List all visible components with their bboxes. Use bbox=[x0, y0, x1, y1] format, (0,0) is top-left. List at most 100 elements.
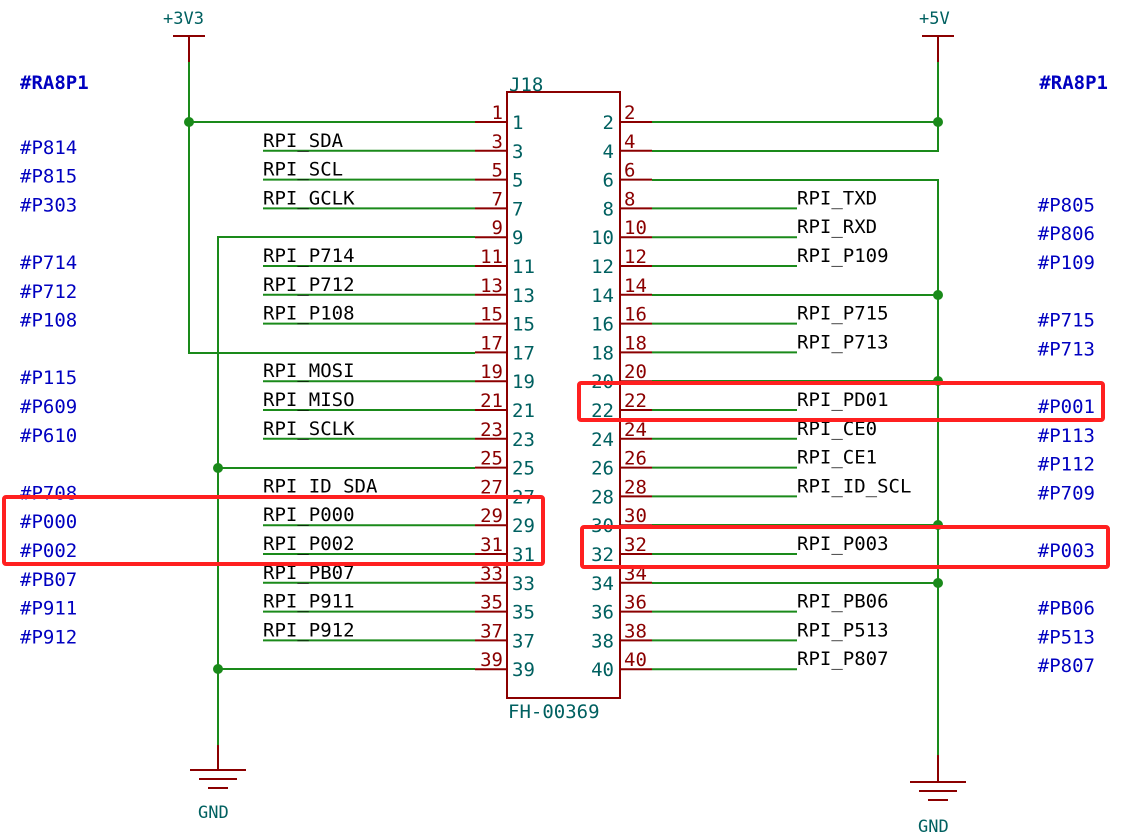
pin-number: 26 bbox=[624, 448, 647, 470]
net-label[interactable]: RPI_PD01 bbox=[797, 389, 889, 411]
net-label[interactable]: RPI_RXD bbox=[797, 216, 877, 238]
pin-number: 16 bbox=[624, 304, 647, 326]
pin-tag: #P713 bbox=[1038, 338, 1095, 360]
pin-inner-number: 40 bbox=[591, 659, 614, 681]
pin-inner-number: 2 bbox=[603, 112, 614, 134]
pin-inner-number: 19 bbox=[512, 371, 535, 393]
wire-gnd-left-rail bbox=[217, 236, 475, 745]
pin-tag: #P911 bbox=[20, 598, 77, 620]
pin-inner-number: 37 bbox=[512, 630, 535, 652]
junction-dot bbox=[184, 117, 194, 127]
pin-number: 32 bbox=[624, 534, 647, 556]
pin-number: 17 bbox=[480, 332, 503, 354]
pin-number: 13 bbox=[480, 275, 503, 297]
net-label[interactable]: RPI_GCLK bbox=[263, 187, 355, 209]
connector-body[interactable] bbox=[506, 91, 621, 699]
pin-row-2: 22 bbox=[603, 102, 652, 134]
net-label[interactable]: RPI_MOSI bbox=[263, 360, 355, 382]
pin-inner-number: 34 bbox=[591, 573, 614, 595]
pin-number: 25 bbox=[480, 448, 503, 470]
net-label[interactable]: RPI_P713 bbox=[797, 331, 889, 353]
pin-tag: #P001 bbox=[1038, 396, 1095, 418]
pin-tag: #P806 bbox=[1038, 223, 1095, 245]
junction-dot bbox=[213, 463, 223, 473]
right-header: #RA8P1 bbox=[1039, 72, 1108, 94]
net-label[interactable]: RPI_P712 bbox=[263, 274, 355, 296]
pin-inner-number: 16 bbox=[591, 314, 614, 336]
pin-tag: #P912 bbox=[20, 626, 77, 648]
pin-inner-number: 4 bbox=[603, 141, 614, 163]
pin-number: 37 bbox=[480, 620, 503, 642]
net-label[interactable]: RPI_P714 bbox=[263, 245, 355, 267]
net-label[interactable]: RPI_P003 bbox=[797, 533, 889, 555]
net-label[interactable]: RPI_P513 bbox=[797, 619, 889, 641]
net-label[interactable]: RPI_P002 bbox=[263, 533, 355, 555]
net-label[interactable]: RPI_CE1 bbox=[797, 447, 877, 469]
power-5v-symbol: +5V bbox=[919, 9, 954, 62]
pin-number: 18 bbox=[624, 332, 647, 354]
pin-number: 38 bbox=[624, 620, 647, 642]
pin-tag: #P708 bbox=[20, 482, 77, 504]
pin-inner-number: 3 bbox=[512, 141, 523, 163]
highlight-boxes bbox=[2, 381, 1110, 569]
pin-number: 33 bbox=[480, 563, 503, 585]
net-label[interactable]: RPI_SDA bbox=[263, 130, 344, 152]
pin-tag: #PB07 bbox=[20, 569, 77, 591]
pin-inner-number: 33 bbox=[512, 573, 535, 595]
pin-tag: #P815 bbox=[20, 166, 77, 188]
net-label[interactable]: RPI_ID_SDA bbox=[263, 475, 378, 497]
net-label[interactable]: RPI_P912 bbox=[263, 619, 355, 641]
net-label[interactable]: RPI_CE0 bbox=[797, 418, 877, 440]
junction-dot bbox=[213, 664, 223, 674]
net-label[interactable]: RPI_P108 bbox=[263, 303, 355, 325]
pin-tag: #P303 bbox=[20, 194, 77, 216]
net-label[interactable]: RPI_P715 bbox=[797, 303, 889, 325]
pin-tag: #P814 bbox=[20, 137, 77, 159]
pin-tag: #P115 bbox=[20, 367, 77, 389]
net-label[interactable]: RPI_P000 bbox=[263, 504, 355, 526]
pin-number: 1 bbox=[492, 102, 503, 124]
net-label[interactable]: RPI_P911 bbox=[263, 591, 355, 613]
pin-inner-number: 1 bbox=[512, 112, 523, 134]
pin-inner-number: 39 bbox=[512, 659, 535, 681]
pin-number: 30 bbox=[624, 505, 647, 527]
pin-number: 5 bbox=[492, 160, 503, 182]
power-5v-label: +5V bbox=[919, 9, 950, 29]
pin-tag: #P709 bbox=[1038, 482, 1095, 504]
pin-inner-number: 10 bbox=[591, 227, 614, 249]
pin-tag: #PB06 bbox=[1038, 598, 1095, 620]
pin-inner-number: 13 bbox=[512, 285, 535, 307]
pin-number: 36 bbox=[624, 592, 647, 614]
pin-row-37: 37 37 RPI_P912 #P912 bbox=[20, 619, 535, 652]
highlight-pin32 bbox=[580, 525, 1110, 569]
net-label[interactable]: RPI_PB06 bbox=[797, 591, 889, 613]
net-label[interactable]: RPI_TXD bbox=[797, 187, 877, 209]
net-label[interactable]: RPI_SCL bbox=[263, 159, 343, 181]
pin-tag: #P807 bbox=[1038, 655, 1095, 677]
pin-number: 23 bbox=[480, 419, 503, 441]
net-label[interactable]: RPI_P109 bbox=[797, 245, 889, 267]
net-label[interactable]: RPI_ID_SCL bbox=[797, 475, 911, 497]
pin-row-6: 66 bbox=[603, 160, 652, 192]
pin-number: 9 bbox=[492, 217, 503, 239]
pin-number: 35 bbox=[480, 592, 503, 614]
pin-number: 19 bbox=[480, 361, 503, 383]
net-label[interactable]: RPI_MISO bbox=[263, 389, 355, 411]
net-label[interactable]: RPI_PB07 bbox=[263, 562, 355, 584]
net-label[interactable]: RPI_SCLK bbox=[263, 418, 355, 440]
pin-inner-number: 12 bbox=[591, 256, 614, 278]
left-header: #RA8P1 bbox=[20, 72, 89, 94]
net-label[interactable]: RPI_P807 bbox=[797, 648, 889, 670]
